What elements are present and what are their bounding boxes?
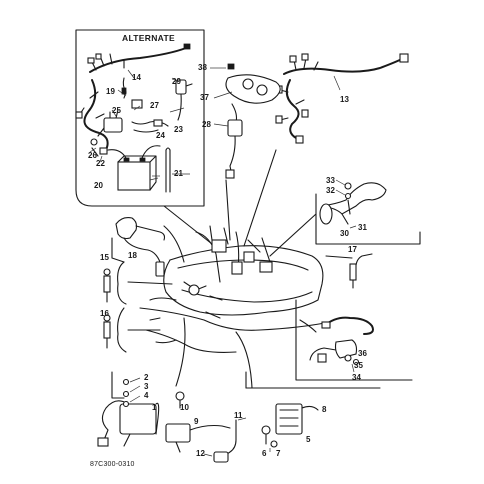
callout-5: 5 [306, 435, 311, 444]
vehicle-frame [127, 149, 353, 389]
callout-29: 29 [172, 77, 181, 86]
callout-24: 24 [156, 131, 165, 140]
callout-12: 12 [196, 449, 205, 458]
callout-32: 32 [326, 186, 335, 195]
callout-23: 23 [174, 125, 183, 134]
drawing-code: 87C300-0310 [90, 461, 135, 468]
callout-14: 14 [132, 73, 141, 82]
callout-4: 4 [144, 391, 149, 400]
callout-36: 36 [358, 349, 367, 358]
horn-assembly [315, 179, 421, 245]
callout-13: 13 [340, 95, 349, 104]
alternate-inset-box: ALTERNATE [75, 29, 205, 207]
callout-18: 18 [128, 251, 137, 260]
callout-26: 26 [88, 151, 97, 160]
callout-21: 21 [174, 169, 183, 178]
callout-7: 7 [276, 449, 281, 458]
callout-6: 6 [262, 449, 267, 458]
callout-33: 33 [326, 176, 335, 185]
callout-28: 28 [202, 120, 211, 129]
callout-10: 10 [180, 403, 189, 412]
callout-31: 31 [358, 223, 367, 232]
part-18-switch [111, 217, 166, 277]
callout-34: 34 [352, 373, 361, 382]
callout-8: 8 [322, 405, 327, 414]
regulator-rectifier-parts [261, 403, 319, 452]
callout-25: 25 [112, 106, 121, 115]
callout-11: 11 [234, 411, 243, 420]
callout-22: 22 [96, 159, 105, 168]
callout-15: 15 [100, 253, 109, 262]
part-34-36-assembly [295, 299, 413, 381]
callout-17: 17 [348, 245, 357, 254]
part-17 [349, 253, 373, 289]
callout-30: 30 [340, 229, 349, 238]
callout-2: 2 [144, 373, 149, 382]
callout-37: 37 [200, 93, 209, 102]
callout-1: 1 [152, 403, 157, 412]
callout-27: 27 [150, 101, 159, 110]
indicator-assembly [210, 63, 281, 179]
part-16 [103, 307, 127, 353]
callout-3: 3 [144, 382, 149, 391]
inset-title: ALTERNATE [122, 33, 175, 43]
callout-35: 35 [354, 361, 363, 370]
callout-19: 19 [106, 87, 115, 96]
callout-20: 20 [94, 181, 103, 190]
ignition-parts [97, 371, 381, 463]
callout-16: 16 [100, 309, 109, 318]
callout-9: 9 [194, 417, 199, 426]
callout-labels: 14 19 27 25 29 23 24 26 22 20 21 38 37 2… [88, 63, 367, 458]
callout-38: 38 [198, 63, 207, 72]
part-15 [103, 261, 127, 305]
